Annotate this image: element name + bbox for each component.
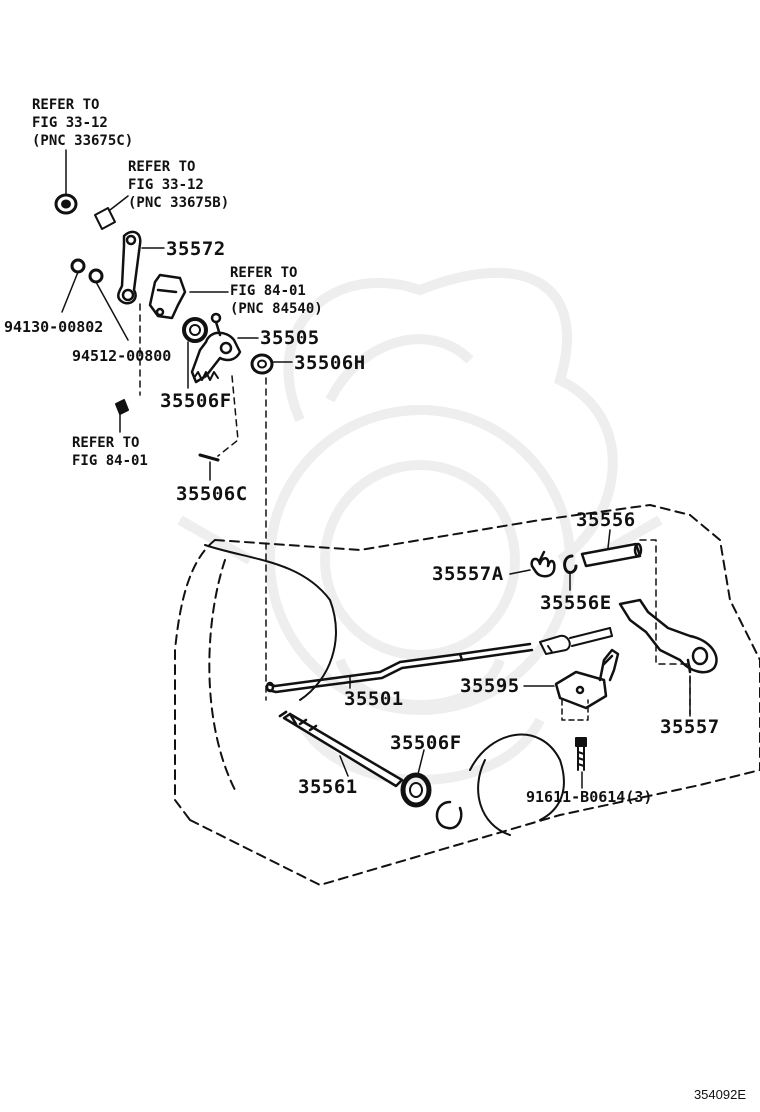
neutral-switch-84540: [148, 273, 187, 320]
part-label-94130-00802: 94130-00802: [4, 318, 104, 336]
part-label-35506f-top: 35506F: [160, 390, 232, 412]
bushing-33675c: [54, 193, 78, 215]
part-label-35506f-bottom: 35506F: [390, 732, 462, 754]
manual-lever-35505: [190, 312, 242, 384]
part-label-35506c: 35506C: [176, 483, 248, 505]
lever-35572: [117, 230, 142, 305]
nut-94512: [88, 268, 104, 284]
oil-seal-35506f-bottom: [400, 772, 432, 808]
part-label-35506h: 35506H: [294, 352, 366, 374]
leader-ref2: [109, 195, 129, 211]
part-label-35572: 35572: [166, 238, 226, 260]
ref3-line2: FIG 84-01: [230, 283, 306, 299]
ref-note-fig-33-12-c: REFER TO FIG 33-12 (PNC 33675C): [32, 96, 133, 150]
part-label-35505: 35505: [260, 327, 320, 349]
part-label-35556: 35556: [576, 509, 636, 531]
detent-lever-35557: [618, 598, 718, 674]
detent-rod-end: [539, 627, 613, 655]
part-label-35557a: 35557A: [432, 563, 504, 585]
part-label-35556e: 35556E: [540, 592, 612, 614]
clip-35556e: [563, 554, 578, 574]
bolt-ref-84-01: [115, 399, 129, 415]
retaining-ring: [435, 800, 463, 830]
part-label-35557: 35557: [660, 716, 720, 738]
leader-94512: [95, 281, 129, 341]
spring-35557a: [530, 550, 556, 578]
oil-seal-35506f-top: [182, 317, 208, 343]
ref-note-fig-84-01: REFER TO FIG 84-01: [72, 434, 148, 470]
ref3-line1: REFER TO: [230, 265, 298, 281]
ref1-line3: (PNC 33675C): [32, 133, 134, 149]
figure-code: 354092E: [693, 1087, 746, 1102]
leader-35556: [607, 529, 611, 549]
part-label-35561: 35561: [298, 776, 358, 798]
ref-note-fig-33-12-b: REFER TO FIG 33-12 (PNC 33675B): [128, 158, 229, 212]
bolt-91611: [575, 737, 587, 771]
ref2-line1: REFER TO: [128, 159, 196, 175]
ref-note-fig-84-01-pnc: REFER TO FIG 84-01 (PNC 84540): [230, 264, 323, 318]
ref2-line2: FIG 33-12: [128, 177, 204, 193]
plate-centerline: [561, 699, 589, 721]
centerline-pin: [217, 375, 239, 457]
leader-94130: [61, 271, 79, 313]
pin-35506c: [198, 453, 220, 462]
pin-35556: [580, 542, 643, 568]
case-rib: [469, 733, 565, 821]
leader-35557a: [509, 569, 531, 575]
leader-35506f-bottom: [417, 749, 425, 775]
ref2-line3: (PNC 33675B): [128, 195, 230, 211]
ref1-line1: REFER TO: [32, 97, 100, 113]
transmission-case-outline: [174, 504, 760, 886]
detent-spring-35595: [554, 648, 620, 710]
ref1-line2: FIG 33-12: [32, 115, 108, 131]
spacer-35506h: [250, 353, 274, 375]
ref4-line1: REFER TO: [72, 435, 140, 451]
part-label-91611-b0614: 91611-B0614(3): [526, 788, 653, 806]
case-ring: [477, 759, 511, 836]
part-label-35595: 35595: [460, 675, 520, 697]
bushing-33675b: [94, 207, 116, 230]
case-inner-arc: [204, 544, 337, 701]
shift-rod-35501: [265, 642, 534, 694]
nut-94130: [70, 258, 86, 274]
ref4-line2: FIG 84-01: [72, 453, 148, 469]
ref3-line3: (PNC 84540): [230, 301, 323, 317]
part-label-94512-00800: 94512-00800: [72, 347, 172, 365]
manual-shaft-35561: [278, 710, 404, 788]
part-label-35501: 35501: [344, 688, 404, 710]
leader-35561: [339, 755, 349, 777]
watermark-emblem: [177, 267, 663, 785]
